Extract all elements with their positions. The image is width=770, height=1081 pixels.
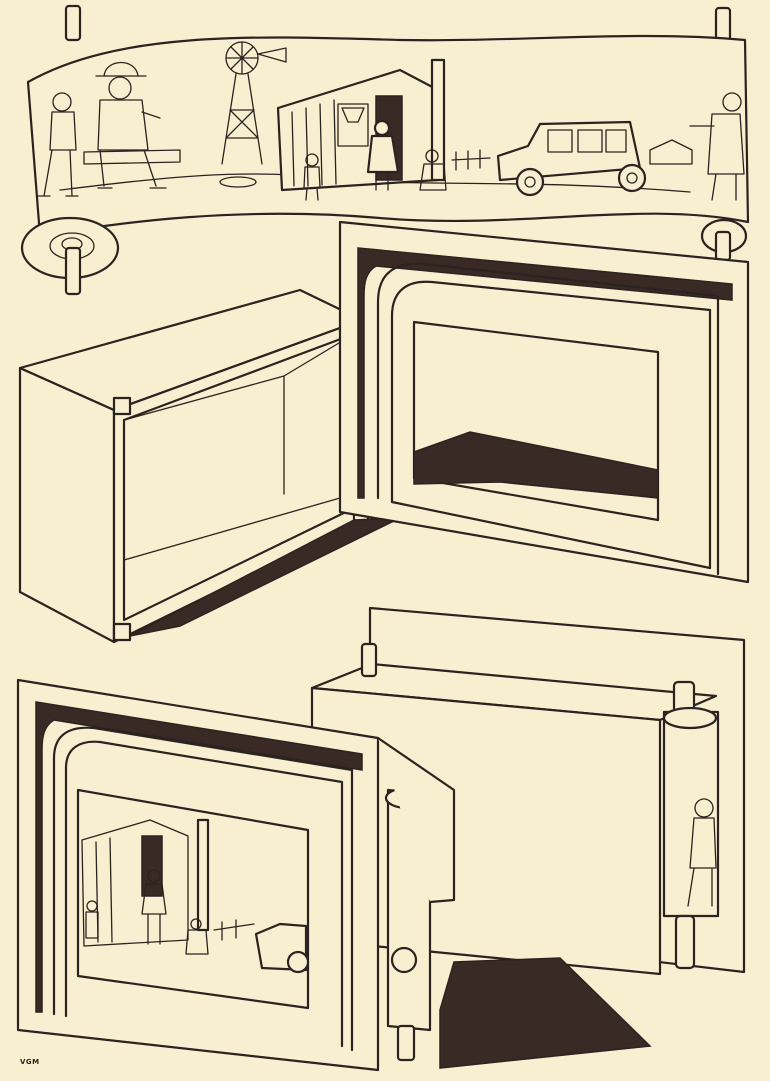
stage-frame [340,222,748,582]
box-left-side [20,368,114,642]
scroll-right-roller-top [716,8,730,40]
scroll-right-roller-bottom [716,232,730,260]
theater-left-scroll-wheel [392,948,416,972]
theater-back-peg [362,644,376,676]
box-corner-top-left [114,398,130,414]
scroll-left-roller-bottom [66,248,80,294]
theater-right-roller-bottom [676,916,694,968]
theater-left-roller-bottom [398,1026,414,1060]
box-corner-bottom-left [114,624,130,640]
theater-right-scroll-cap [664,708,716,728]
artist-signature: VGM [20,1058,40,1066]
assembled-theater [18,608,744,1070]
scroll-left-roller-top [66,6,80,40]
theater-shadow [440,958,650,1068]
